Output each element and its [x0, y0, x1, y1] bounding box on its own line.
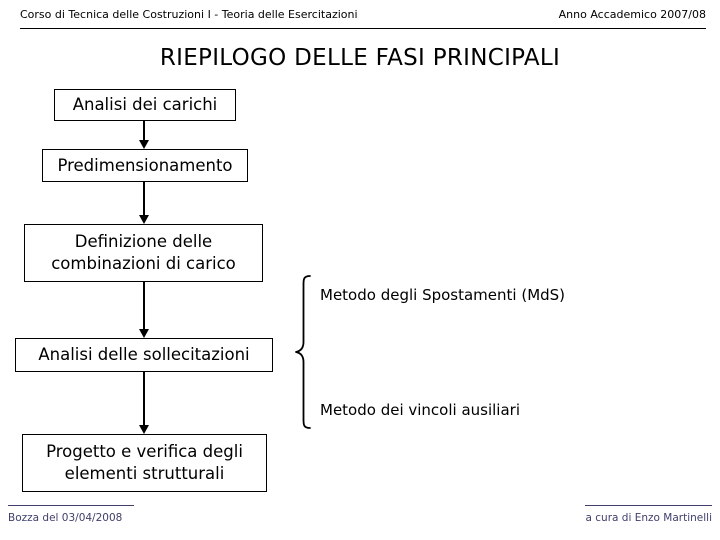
- flow-box-label: Analisi dei carichi: [72, 95, 218, 114]
- page-title: RIEPILOGO DELLE FASI PRINCIPALI: [159, 45, 561, 71]
- method-label-metodo-dei-vincoli-ausiliari: Metodo dei vincoli ausiliari: [320, 401, 521, 419]
- flow-box-analisi-dei-carichi: Analisi dei carichi: [54, 89, 236, 121]
- header-course-title: Corso di Tecnica delle Costruzioni I - T…: [20, 8, 358, 21]
- footer-divider-rule-left: [8, 505, 134, 506]
- footer-divider-rule-right: [585, 505, 712, 506]
- flow-box-label: Analisi delle sollecitazioni: [38, 345, 250, 364]
- flow-box-definizione-combinazioni-di-carico: Definizione delle combinazioni di carico: [24, 224, 263, 282]
- flow-box-label: Progetto e verifica degli elementi strut…: [46, 442, 243, 483]
- flow-box-label: Definizione delle combinazioni di carico: [51, 232, 236, 273]
- curly-brace-icon: [295, 275, 311, 429]
- flow-box-analisi-delle-sollecitazioni: Analisi delle sollecitazioni: [15, 338, 273, 372]
- footer-author: a cura di Enzo Martinelli: [585, 512, 712, 524]
- flow-box-predimensionamento: Predimensionamento: [42, 149, 248, 182]
- arrow-down-icon-combinazioni-to-sollecitazioni: [139, 282, 149, 338]
- method-label-metodo-degli-spostamenti: Metodo degli Spostamenti (MdS): [320, 286, 566, 304]
- header-divider-rule: [20, 28, 706, 29]
- arrow-down-icon-sollecitazioni-to-progetto: [139, 372, 149, 434]
- flow-box-label: Predimensionamento: [57, 155, 233, 175]
- arrow-down-icon-carichi-to-predimensionamento: [139, 121, 149, 149]
- footer-draft-date: Bozza del 03/04/2008: [8, 512, 123, 524]
- flow-box-progetto-e-verifica-elementi-strutturali: Progetto e verifica degli elementi strut…: [22, 434, 267, 492]
- header-academic-year: Anno Accademico 2007/08: [558, 8, 706, 21]
- arrow-down-icon-predimensionamento-to-combinazioni: [139, 182, 149, 224]
